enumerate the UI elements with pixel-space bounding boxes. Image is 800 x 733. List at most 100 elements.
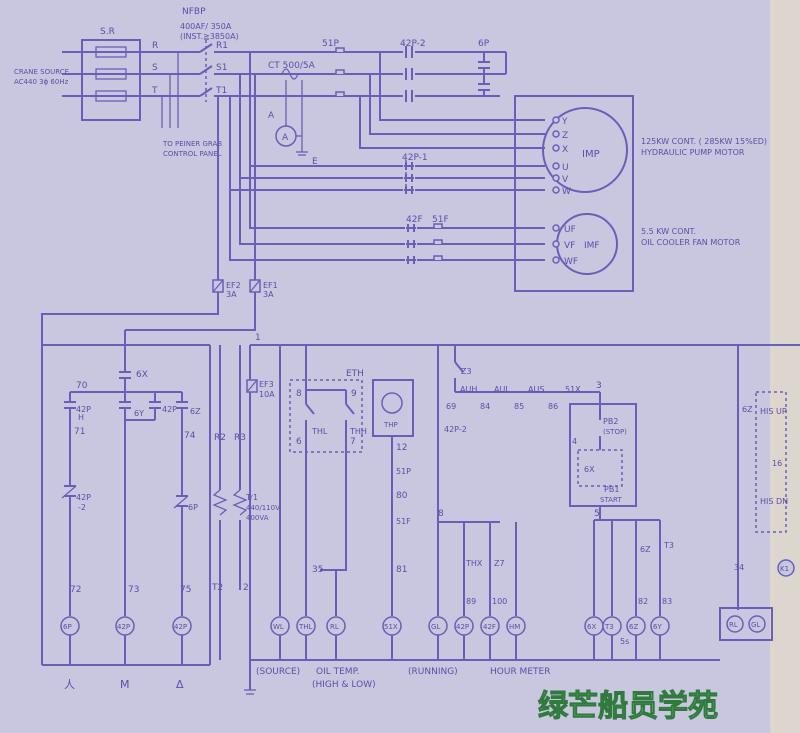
- bus-1-label: 1: [255, 333, 261, 343]
- nfbp-inst: (INST.≧3850A): [180, 32, 239, 41]
- imp-term-u: U: [562, 163, 569, 173]
- node-16: 16: [772, 459, 782, 468]
- wire-y: [379, 52, 545, 121]
- control-bus-left: [41, 292, 219, 665]
- imp-motor: [542, 107, 628, 193]
- ef1-amp: 3A: [263, 290, 274, 299]
- c51p-thermal: [330, 47, 350, 97]
- ef3-amp: 10A: [259, 390, 275, 399]
- ef2-label: EF2: [226, 281, 241, 290]
- timer-t3: T3: [602, 616, 622, 636]
- c6p-top-label: 6P: [478, 39, 490, 49]
- c6x-label: 6X: [136, 370, 148, 380]
- pb2-label: PB2: [603, 417, 618, 426]
- peiner-label-2: CONTROL PANEL: [163, 150, 222, 158]
- m-symbol: M: [120, 678, 130, 691]
- imf-desc-1: 5.5 KW CONT.: [641, 227, 696, 236]
- delta-symbol: Δ: [176, 678, 184, 691]
- thh-label: THH: [349, 427, 367, 436]
- caption-source: (SOURCE): [256, 667, 300, 677]
- node-69: 69: [446, 402, 456, 411]
- coil-42p-a: 42P: [115, 616, 135, 636]
- coil-6p: 6P: [60, 616, 80, 636]
- c42p-a-sub: H: [78, 413, 84, 422]
- c51p-label: 51P: [396, 467, 411, 476]
- nfbp-contacts: [199, 40, 213, 102]
- paper-edge: [770, 0, 800, 733]
- c42p-2-label: 42P: [76, 493, 91, 502]
- node-70: 70: [76, 381, 88, 391]
- ef2-amp: 3A: [226, 290, 237, 299]
- lamp-rl-right: RL: [726, 615, 744, 633]
- svg-text:6Y: 6Y: [653, 623, 662, 631]
- wire-w: [229, 96, 545, 191]
- caption-oiltemp-2: (HIGH & LOW): [312, 680, 376, 690]
- node-73: 73: [128, 585, 139, 595]
- tr1-label: Tr1: [245, 493, 258, 502]
- node-89: 89: [466, 597, 476, 606]
- node-8b: 8: [438, 509, 444, 519]
- relay-k1: K1: [777, 559, 795, 577]
- wire-z: [369, 74, 545, 135]
- node-84: 84: [480, 402, 490, 411]
- c42f-contacts: [405, 224, 417, 264]
- node-35: 35: [312, 565, 323, 575]
- c51x-label: 51X: [565, 385, 581, 394]
- cz3-label: Z3: [461, 367, 472, 376]
- node-83: 83: [662, 597, 672, 606]
- svg-text:51X: 51X: [384, 623, 398, 631]
- eth-label: ETH: [346, 369, 364, 379]
- node-34: 34: [734, 563, 744, 572]
- imp-term-z: Z: [562, 131, 568, 141]
- peiner-label-1: TO PEINER GRAB: [162, 140, 222, 148]
- nfbp-label: NFBP: [182, 7, 206, 17]
- c6z-label: 6Z: [190, 407, 201, 416]
- c6z-b-label: 6Z: [640, 545, 651, 554]
- wire-wf: [229, 190, 545, 261]
- imf-terminals: [552, 224, 560, 264]
- ct-label: CT 500/5A: [268, 61, 316, 71]
- imf-label: IMF: [584, 241, 600, 251]
- his-up-label: HIS UP: [760, 407, 787, 416]
- svg-text:RL: RL: [330, 623, 339, 631]
- svg-text:42P: 42P: [117, 623, 130, 631]
- eth-box: [289, 379, 363, 453]
- svg-text:T3: T3: [604, 623, 614, 631]
- t1-label: T1: [215, 86, 227, 96]
- c42p2-top-label: 42P-2: [400, 39, 426, 49]
- svg-text:WL: WL: [273, 623, 284, 631]
- coil-42p-b: 42P: [172, 616, 192, 636]
- his-dn-label: HIS DN: [760, 497, 788, 506]
- t2-label: T2: [211, 583, 223, 593]
- svg-text:42P: 42P: [174, 623, 187, 631]
- tr1-primary: [212, 489, 228, 516]
- pb2-sub: (STOP): [603, 428, 627, 436]
- svg-text:K1: K1: [780, 565, 789, 573]
- ammeter-label: A: [282, 133, 289, 143]
- coil-6y: 6Y: [650, 616, 670, 636]
- s-label: S: [152, 63, 158, 73]
- lamp-rl: RL: [326, 616, 346, 636]
- c6z-right-label: 6Z: [742, 405, 753, 414]
- earth-label: E: [312, 157, 318, 167]
- node-100: 100: [492, 597, 507, 606]
- control-bus-right: [125, 292, 256, 331]
- svg-text:THL: THL: [298, 623, 313, 631]
- coil-42p-c: 42P: [454, 616, 474, 636]
- node-86: 86: [548, 402, 558, 411]
- imp-label: IMP: [582, 149, 600, 160]
- svg-text:RL: RL: [729, 621, 738, 629]
- coil-42f: 42F: [480, 616, 500, 636]
- his-box: [755, 391, 787, 533]
- node-75: 75: [180, 585, 191, 595]
- svg-text:HM: HM: [509, 623, 520, 631]
- c42p1-contacts: [403, 160, 415, 196]
- pb1-label: PB1: [604, 485, 619, 494]
- coil-6z: 6Z: [626, 616, 646, 636]
- node-71: 71: [74, 427, 85, 437]
- c51p-top-label: 51P: [322, 39, 339, 49]
- caption-running: (RUNNING): [408, 667, 458, 677]
- c42p2-b-label: 42P-2: [444, 425, 467, 434]
- imp-terminals: [552, 116, 560, 194]
- node-80: 80: [396, 491, 408, 501]
